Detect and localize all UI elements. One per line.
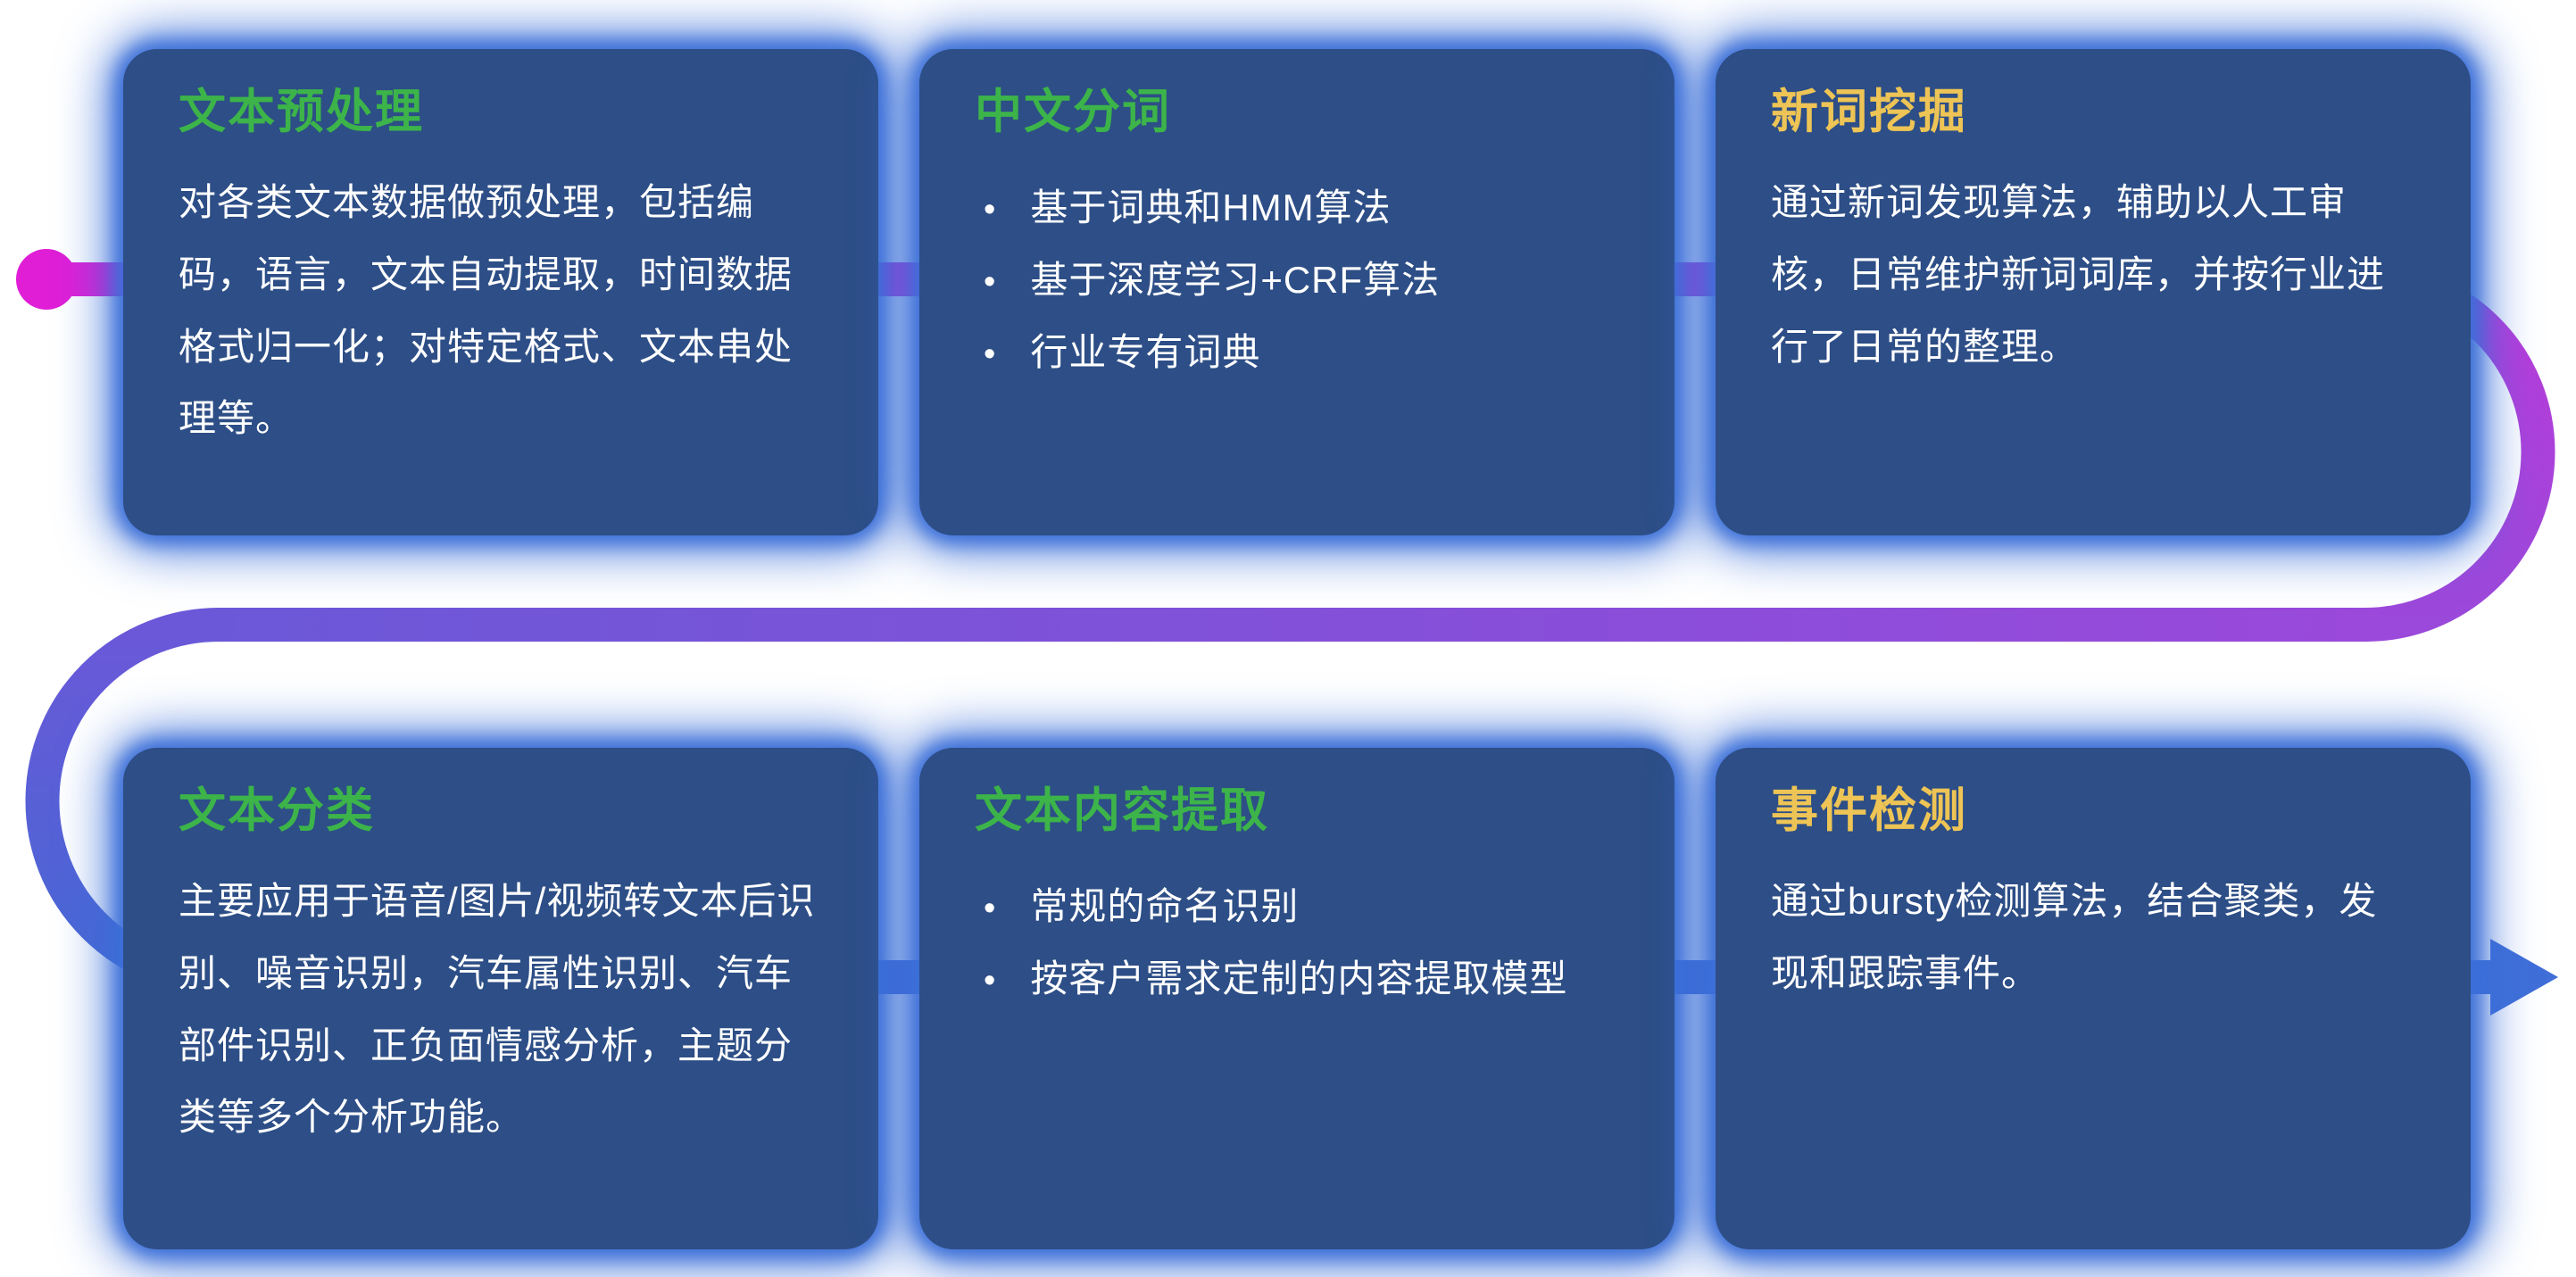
feature-card: 新词挖掘 通过新词发现算法，辅助以人工审核，日常维护新词词库，并按行业进行了日常… — [1716, 49, 2471, 535]
feature-card: 文本预处理 对各类文本数据做预处理，包括编码，语言，文本自动提取，时间数据格式归… — [123, 49, 878, 535]
bullet-text: 按客户需求定制的内容提取模型 — [1030, 957, 1568, 999]
bullet-dot-icon: • — [984, 335, 997, 373]
card-bullet-list: • 常规的命名识别 • 按客户需求定制的内容提取模型 — [975, 871, 1619, 1015]
card-body: 通过新词发现算法，辅助以人工审核，日常维护新词词库，并按行业进行了日常的整理。 — [1771, 181, 2386, 368]
feature-card: 事件检测 通过bursty检测算法，结合聚类，发现和跟踪事件。 — [1716, 748, 2471, 1249]
card-title: 事件检测 — [1771, 784, 1967, 837]
card-bullet-list: • 基于词典和HMM算法 • 基于深度学习+CRF算法 • 行业专有词典 — [975, 172, 1619, 388]
card-title: 文本分类 — [179, 784, 375, 837]
card-title: 文本内容提取 — [975, 784, 1269, 837]
bullet-text: 常规的命名识别 — [1030, 885, 1300, 928]
bullet-dot-icon: • — [984, 890, 997, 928]
card-body: 通过bursty检测算法，结合聚类，发现和跟踪事件。 — [1771, 880, 2378, 994]
bullet-item: • 基于词典和HMM算法 — [984, 172, 1619, 245]
bullet-item: • 常规的命名识别 — [984, 871, 1619, 943]
bullet-dot-icon: • — [984, 262, 997, 301]
bullet-text: 基于词典和HMM算法 — [1030, 187, 1392, 229]
card-title: 中文分词 — [975, 86, 1171, 138]
bullet-item: • 行业专有词典 — [984, 317, 1619, 389]
flow-end-arrow-icon — [2490, 939, 2558, 1016]
bullet-text: 基于深度学习+CRF算法 — [1030, 258, 1441, 301]
card-body: 对各类文本数据做预处理，包括编码，语言，文本自动提取，时间数据格式归一化；对特定… — [179, 181, 794, 440]
card-body: 主要应用于语音/图片/视频转文本后识别、噪音识别，汽车属性识别、汽车部件识别、正… — [179, 880, 816, 1139]
bullet-dot-icon: • — [984, 961, 997, 999]
bullet-text: 行业专有词典 — [1030, 330, 1261, 373]
feature-card: 中文分词 • 基于词典和HMM算法 • 基于深度学习+CRF算法 • 行业专有词… — [919, 49, 1674, 535]
bullet-item: • 按客户需求定制的内容提取模型 — [984, 943, 1619, 1016]
feature-card: 文本分类 主要应用于语音/图片/视频转文本后识别、噪音识别，汽车属性识别、汽车部… — [123, 748, 878, 1249]
bullet-item: • 基于深度学习+CRF算法 — [984, 245, 1619, 317]
feature-card: 文本内容提取 • 常规的命名识别 • 按客户需求定制的内容提取模型 — [919, 748, 1674, 1249]
flow-start-dot-icon — [16, 249, 77, 310]
bullet-dot-icon: • — [984, 191, 997, 229]
card-title: 文本预处理 — [179, 86, 424, 138]
card-title: 新词挖掘 — [1771, 86, 1967, 138]
